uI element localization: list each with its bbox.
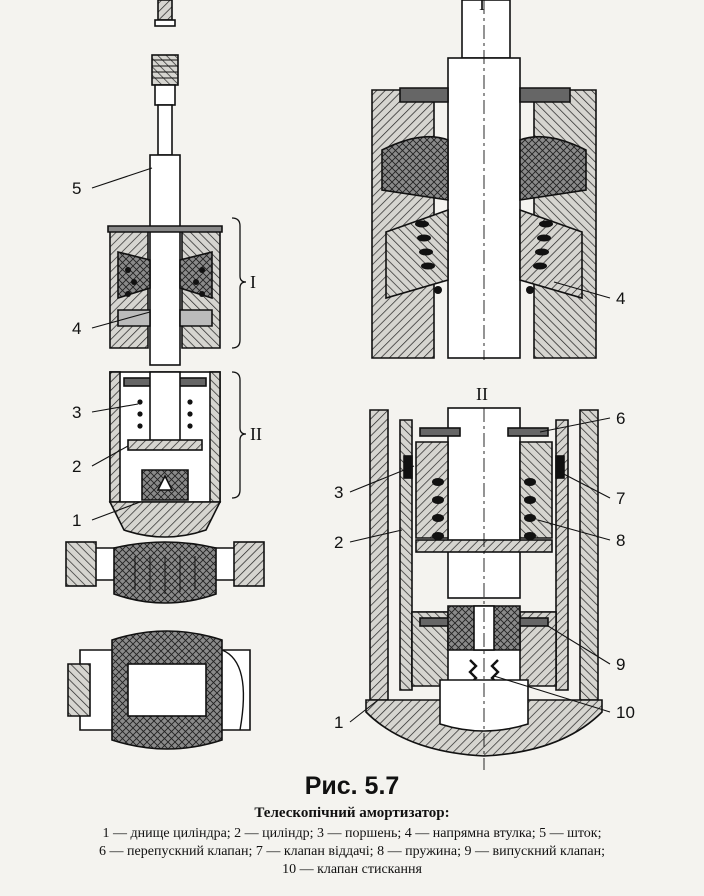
right-callout-7: 7 (616, 489, 625, 508)
left-assembly (65, 0, 265, 750)
right-section-II (365, 407, 603, 770)
section-label-II-left: II (250, 424, 262, 444)
left-callouts (91, 167, 153, 521)
figure-number: Рис. 5.7 (304, 772, 400, 800)
legend-line-3: 10 — клапан стискання (282, 862, 422, 877)
figure-title: Телескопічний амортизатор: (254, 805, 450, 821)
right-callout-10: 10 (616, 703, 635, 722)
figure-caption: Рис. 5.7 Телескопічний амортизатор: 1 — … (0, 772, 704, 879)
section-label-I-right: I (479, 0, 485, 14)
right-callout-6: 6 (616, 409, 625, 428)
shock-absorber-drawing: 5 4 3 2 1 I II (65, 0, 635, 770)
left-callout-5: 5 (72, 179, 81, 198)
legend-line-1: 1 — днище циліндра; 2 — циліндр; 3 — пор… (102, 826, 602, 841)
left-callout-4: 4 (72, 319, 81, 338)
right-callout-2: 2 (334, 533, 343, 552)
left-callout-1: 1 (72, 511, 81, 530)
right-section-I (371, 0, 597, 360)
right-callout-9: 9 (616, 655, 625, 674)
right-callout-4: 4 (616, 289, 625, 308)
right-callout-8: 8 (616, 531, 625, 550)
right-upper-spring (415, 220, 553, 294)
left-callout-3: 3 (72, 403, 81, 422)
section-label-I-left: I (250, 272, 256, 292)
section-label-II-right: II (476, 384, 488, 404)
right-callout-3: 3 (334, 483, 343, 502)
right-piston-spring (432, 478, 536, 540)
left-upper-spring (125, 267, 205, 297)
legend-line-2: 6 — перепускний клапан; 7 — клапан відда… (99, 844, 605, 859)
right-callout-1: 1 (334, 713, 343, 732)
left-piston-spring (137, 399, 193, 429)
left-callout-2: 2 (72, 457, 81, 476)
right-callouts (349, 281, 611, 723)
